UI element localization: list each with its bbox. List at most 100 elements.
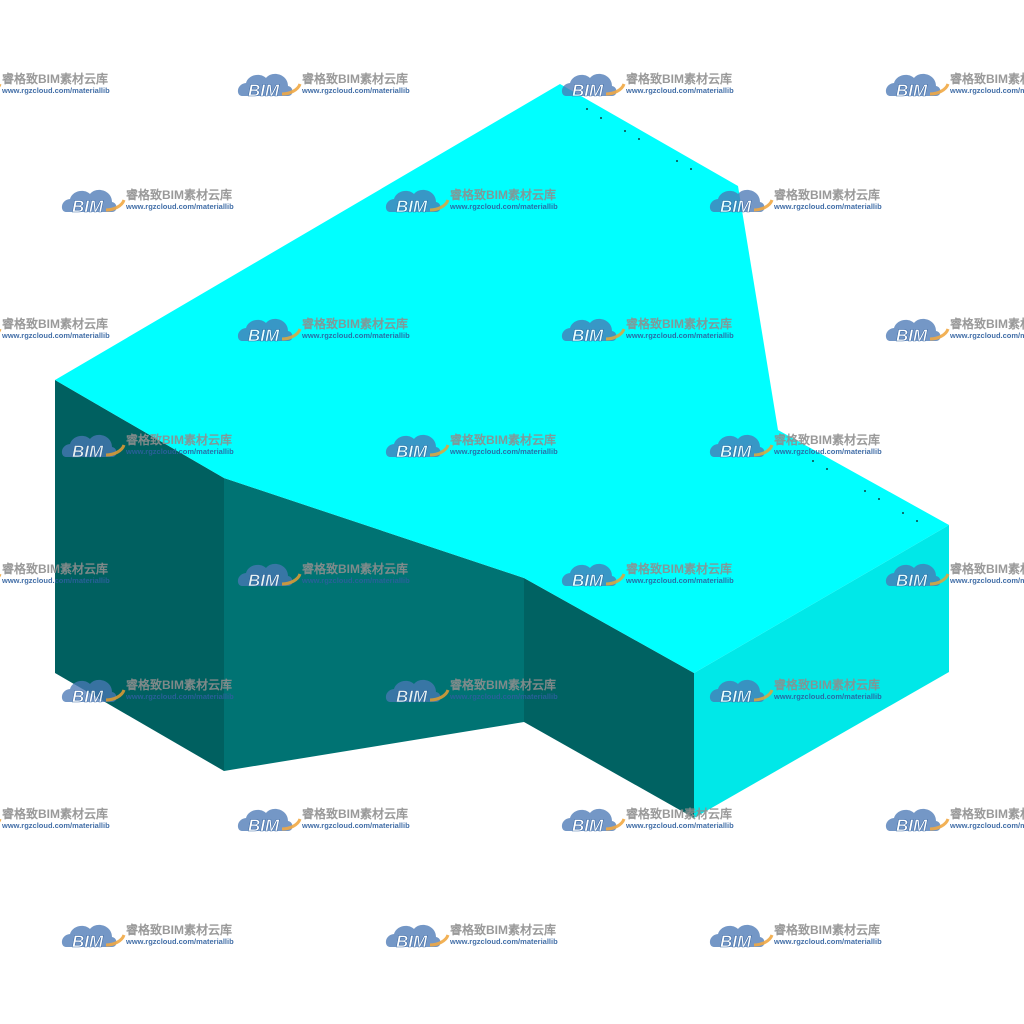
inner-side-face	[524, 578, 694, 818]
watermark-url: www.rgzcloud.com/materiallib	[301, 331, 410, 340]
watermark-brand: 睿格致BIM素材云库	[774, 187, 880, 202]
watermark-logo-text: BIM	[248, 81, 280, 100]
watermark-url: www.rgzcloud.com/materiallib	[1, 86, 110, 95]
watermark-logo-text: BIM	[896, 81, 928, 100]
watermark: BIM睿格致BIM素材云库www.rgzcloud.com/materialli…	[708, 922, 882, 951]
watermark-url: www.rgzcloud.com/materiallib	[1, 576, 110, 585]
watermark-url: www.rgzcloud.com/materiallib	[449, 937, 558, 946]
watermark-logo-text: BIM	[572, 816, 604, 835]
watermark-logo-text: BIM	[896, 816, 928, 835]
watermark-logo-text: BIM	[896, 571, 928, 590]
watermark-brand: 睿格致BIM素材云库	[2, 71, 108, 86]
watermark-logo-text: BIM	[572, 81, 604, 100]
watermark: BIM 睿格致BIM素材云库www.rgzcloud.com/materialli…	[560, 561, 734, 590]
watermark-url: www.rgzcloud.com/materiallib	[125, 202, 234, 211]
edge-dots	[586, 108, 918, 522]
watermark: BIM睿格致BIM素材云库www.rgzcloud.com/materialli…	[236, 806, 410, 835]
watermark: BIM 睿格致BIM素材云库www.rgzcloud.com/materialli…	[384, 187, 558, 216]
watermark-brand: 睿格致BIM素材云库	[950, 71, 1024, 86]
watermark-brand: 睿格致BIM素材云库	[126, 922, 232, 937]
watermark: BIM 睿格致BIM素材云库www.rgzcloud.com/materialli…	[560, 316, 734, 345]
watermark: BIM 睿格致BIM素材云库www.rgzcloud.com/materialli…	[884, 71, 1024, 100]
watermark: BIM睿格致BIM素材云库www.rgzcloud.com/materialli…	[0, 806, 110, 833]
watermark: BIM 睿格致BIM素材云库www.rgzcloud.com/materialli…	[236, 71, 410, 100]
watermark-brand: 睿格致BIM素材云库	[302, 561, 408, 576]
watermark-url: www.rgzcloud.com/materiallib	[301, 86, 410, 95]
watermark-url: www.rgzcloud.com/materiallib	[773, 692, 882, 701]
watermark-logo-text: BIM	[72, 932, 104, 951]
watermark: BIM 睿格致BIM素材云库www.rgzcloud.com/materialli…	[560, 806, 734, 835]
watermark: BIM睿格致BIM素材云库www.rgzcloud.com/materialli…	[708, 677, 882, 706]
watermark-url: www.rgzcloud.com/materiallib	[449, 447, 558, 456]
watermark-logo-text: BIM	[248, 571, 280, 590]
watermark-logo-text: BIM	[72, 687, 104, 706]
watermark-brand: 睿格致BIM素材云库	[302, 806, 408, 821]
watermark-logo-text: BIM	[396, 687, 428, 706]
watermark: BIM 睿格致BIM素材云库www.rgzcloud.com/materialli…	[60, 432, 234, 461]
watermark: BIM睿格致BIM素材云库www.rgzcloud.com/materialli…	[0, 71, 110, 98]
watermark-brand: 睿格致BIM素材云库	[2, 806, 108, 821]
watermark-logo-text: BIM	[720, 932, 752, 951]
watermark-url: www.rgzcloud.com/materiallib	[125, 937, 234, 946]
watermark: BIM睿格致BIM素材云库www.rgzcloud.com/materialli…	[0, 561, 110, 588]
watermark-brand: 睿格致BIM素材云库	[126, 187, 232, 202]
watermark: BIM 睿格致BIM素材云库www.rgzcloud.com/materialli…	[384, 677, 558, 706]
top-face	[55, 84, 949, 673]
left-side-face	[55, 380, 224, 771]
watermark-brand: 睿格致BIM素材云库	[950, 316, 1024, 331]
watermark-url: www.rgzcloud.com/materiallib	[125, 447, 234, 456]
watermark-url: www.rgzcloud.com/materiallib	[301, 821, 410, 830]
watermark: BIM睿格致BIM素材云库www.rgzcloud.com/materialli…	[236, 316, 410, 345]
watermark-brand: 睿格致BIM素材云库	[302, 316, 408, 331]
watermark-url: www.rgzcloud.com/materiallib	[449, 202, 558, 211]
watermark-url: www.rgzcloud.com/materiallib	[625, 331, 734, 340]
watermark-logo-text: BIM	[572, 326, 604, 345]
watermark-logo-text: BIM	[720, 442, 752, 461]
watermark: BIM睿格致BIM素材云库www.rgzcloud.com/materialli…	[560, 71, 734, 100]
watermark-brand: 睿格致BIM素材云库	[950, 561, 1024, 576]
watermark-brand: 睿格致BIM素材云库	[126, 432, 232, 447]
watermark-brand: 睿格致BIM素材云库	[626, 316, 732, 331]
watermark-url: www.rgzcloud.com/materiallib	[125, 692, 234, 701]
watermark-brand: 睿格致BIM素材云库	[774, 922, 880, 937]
watermark-logo-text: BIM	[72, 442, 104, 461]
watermark-brand: 睿格致BIM素材云库	[450, 187, 556, 202]
watermark-layer: BIM睿格致BIM素材云库www.rgzcloud.com/materialli…	[0, 71, 1024, 951]
watermark: BIM睿格致BIM素材云库www.rgzcloud.com/materialli…	[708, 187, 882, 216]
watermark-logo-text: BIM	[396, 442, 428, 461]
watermark-url: www.rgzcloud.com/materiallib	[301, 576, 410, 585]
watermark-logo-text: BIM	[720, 687, 752, 706]
watermark: BIM 睿格致BIM素材云库www.rgzcloud.com/materialli…	[60, 922, 234, 951]
watermark-url: www.rgzcloud.com/materiallib	[949, 331, 1024, 340]
watermark-logo-text: BIM	[396, 197, 428, 216]
watermark-brand: 睿格致BIM素材云库	[2, 316, 108, 331]
watermark: BIM睿格致BIM素材云库www.rgzcloud.com/materialli…	[0, 316, 110, 343]
watermark-logo-text: BIM	[572, 571, 604, 590]
watermark-url: www.rgzcloud.com/materiallib	[625, 821, 734, 830]
watermark: BIM睿格致BIM素材云库www.rgzcloud.com/materialli…	[60, 677, 234, 706]
watermark-brand: 睿格致BIM素材云库	[950, 806, 1024, 821]
watermark: BIM 睿格致BIM素材云库www.rgzcloud.com/materialli…	[884, 316, 1024, 345]
watermark-logo-text: BIM	[396, 932, 428, 951]
isometric-solid	[55, 84, 949, 818]
watermark-brand: 睿格致BIM素材云库	[450, 677, 556, 692]
right-side-face	[694, 525, 949, 818]
watermark-url: www.rgzcloud.com/materiallib	[449, 692, 558, 701]
watermark: BIM 睿格致BIM素材云库www.rgzcloud.com/materialli…	[236, 561, 410, 590]
watermark-logo-text: BIM	[896, 326, 928, 345]
watermark-brand: 睿格致BIM素材云库	[626, 71, 732, 86]
watermark-url: www.rgzcloud.com/materiallib	[949, 86, 1024, 95]
watermark-logo-text: BIM	[72, 197, 104, 216]
watermark-url: www.rgzcloud.com/materiallib	[1, 821, 110, 830]
watermark-brand: 睿格致BIM素材云库	[302, 71, 408, 86]
watermark-brand: 睿格致BIM素材云库	[626, 806, 732, 821]
watermark: BIM 睿格致BIM素材云库www.rgzcloud.com/materialli…	[384, 432, 558, 461]
middle-side-face	[224, 478, 524, 771]
watermark-url: www.rgzcloud.com/materiallib	[625, 576, 734, 585]
watermark-logo-text: BIM	[720, 197, 752, 216]
watermark-brand: 睿格致BIM素材云库	[450, 432, 556, 447]
watermark-url: www.rgzcloud.com/materiallib	[1, 331, 110, 340]
watermark-brand: 睿格致BIM素材云库	[2, 561, 108, 576]
watermark-brand: 睿格致BIM素材云库	[626, 561, 732, 576]
